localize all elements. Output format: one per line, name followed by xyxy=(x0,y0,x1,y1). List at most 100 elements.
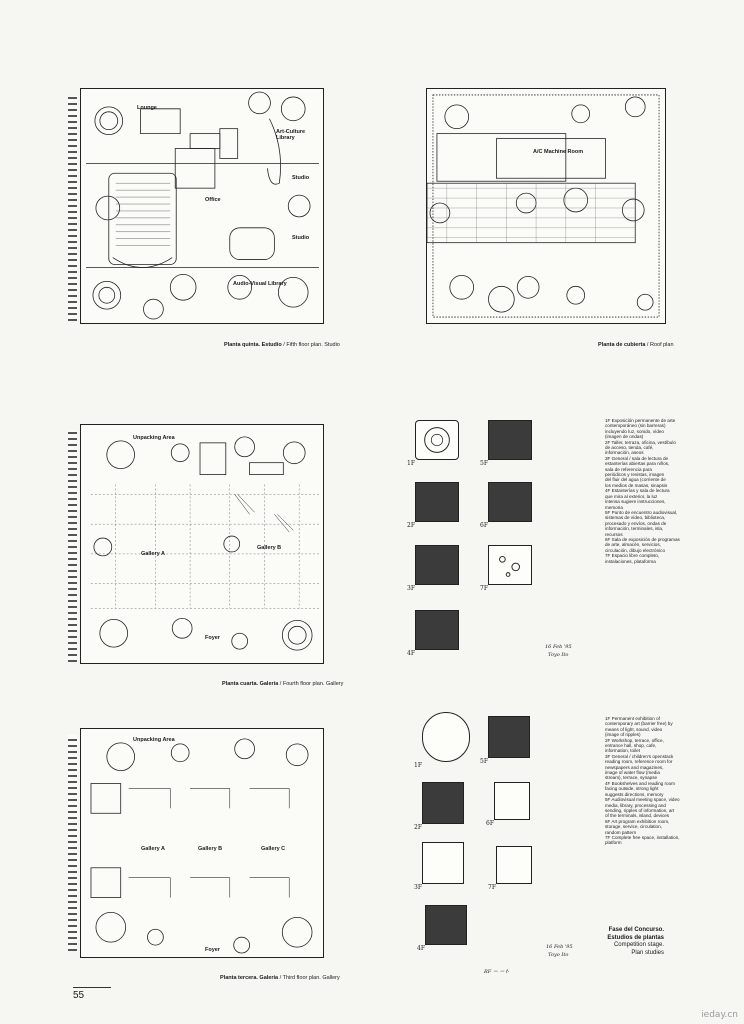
stage-caption-es-2: Estudios de plantas xyxy=(607,934,664,941)
sketch-2-code-7f: 7F xyxy=(488,884,496,891)
legend-line: 1F Exposición permanente de arte xyxy=(605,418,676,423)
sketch-2-3f: 3F xyxy=(414,842,464,891)
third-floor-plan: Unpacking Area Gallery A Gallery B Galle… xyxy=(80,728,324,958)
legend-spanish: 1F Exposición permanente de arte contemp… xyxy=(605,418,683,564)
fifth-floor-plan: Lounge Art-Culture Library Office Studio… xyxy=(80,88,324,324)
sketch-7f-drawing xyxy=(499,555,520,577)
plan-label-art-culture-library: Art-Culture Library xyxy=(276,129,306,141)
sketch-2-1f: 1F xyxy=(414,712,470,769)
caption-fifth-rest: / Fifth floor plan. Studio xyxy=(281,342,340,348)
legend-line: 3F General / sala de lectura de xyxy=(605,455,669,461)
legend-line: 5F Audiovisual meeting space, video xyxy=(605,797,680,803)
elevation-strip xyxy=(68,96,77,321)
sketch-note-author: Toyo Ito xyxy=(548,652,569,658)
sketch-code-1f: 1F xyxy=(407,460,415,467)
plan-label-foyer: Foyer xyxy=(205,947,220,953)
legend-line: 4F Estanterías y sala de lectura xyxy=(605,488,670,494)
legend-line: procesado y envíos, ondas de xyxy=(605,520,667,526)
legend-line: de acceso, tienda, café, xyxy=(605,445,654,451)
sketch-code-4f: 4F xyxy=(407,650,415,657)
page-number-rule xyxy=(73,987,111,988)
legend-line: newspapers and magazines, xyxy=(605,764,664,770)
caption-third-rest: / Third floor plan. Gallery xyxy=(278,975,340,981)
sketch-2f: 2F xyxy=(407,482,459,529)
plan-label-studio-1: Studio xyxy=(292,175,310,181)
sketch-2-footer: RF ー ート xyxy=(484,969,510,975)
legend-line: de arte, almacén, servicios, xyxy=(605,542,661,548)
legend-line: entrance hall, shop, cafe, xyxy=(605,743,657,749)
sketch-1f-drawing xyxy=(424,427,450,453)
legend-line: 6F Art program exhibition room, xyxy=(605,818,670,824)
legend-line: estanterías abiertas para niños, xyxy=(605,461,670,467)
stage-caption-en-2: Plan studies xyxy=(631,949,664,956)
legend-line: contemporary art (barrier free) by xyxy=(605,721,673,727)
sketch-2-code-6f: 6F xyxy=(486,820,494,827)
legend-english: 1F Permanent exhibition of contemporary … xyxy=(605,716,683,846)
sketch-2-code-4f: 4F xyxy=(417,945,425,952)
legend-line: información, terminales, isla, xyxy=(605,526,664,532)
sketch-7f: 7F xyxy=(480,545,532,592)
sketch-2-code-5f: 5F xyxy=(480,758,488,765)
legend-line: information, toilet xyxy=(605,748,640,754)
plan-label-gallery-c: Gallery C xyxy=(261,846,286,852)
elevation-strip xyxy=(68,430,77,662)
legend-line: que mira al exterior, la luz xyxy=(605,493,658,499)
legend-line: 7F Espacio libre completo, xyxy=(605,553,660,559)
legend-line: random pattern xyxy=(605,829,637,835)
caption-roof-rest: / Roof plan xyxy=(645,342,674,348)
plan-label-gallery-b: Gallery B xyxy=(198,846,223,852)
legend-line: memoria xyxy=(605,504,623,510)
legend-line: sala de referencia para xyxy=(605,466,652,472)
roof-drawing xyxy=(427,94,660,318)
caption-fifth-floor: Planta quinta. Estudio / Fifth floor pla… xyxy=(224,342,340,348)
legend-line: 2F Taller, terraza, oficina, vestíbulo xyxy=(605,439,676,445)
plan-label-studio-2: Studio xyxy=(292,235,310,241)
caption-fourth-rest: / Fourth floor plan. Gallery xyxy=(278,681,344,687)
legend-line: circulación, dibujo electrónico xyxy=(605,547,666,553)
caption-fourth-floor: Planta cuarta. Galería / Fourth floor pl… xyxy=(222,681,343,687)
plan-label-office: Office xyxy=(205,197,221,203)
legend-line: (image of ripples) xyxy=(605,732,641,738)
legend-line: recursos xyxy=(605,531,623,537)
stage-caption-en-1: Competition stage. xyxy=(613,942,664,948)
caption-roof-bold: Planta de cubierta xyxy=(598,342,646,348)
legend-line: los medios de masas, sinapsis xyxy=(605,482,668,488)
legend-line: 4F Bookshelves and reading room xyxy=(605,780,675,786)
legend-line: contemporáneo (sin barreras) xyxy=(605,423,666,429)
legend-line: sistemas de vídeo, biblioteca, xyxy=(605,515,666,521)
legend-line: 2F Workshop, terrace, office, xyxy=(605,737,664,743)
caption-fifth-bold: Planta quinta. Estudio xyxy=(224,342,282,348)
legend-line: incluyendo luz, sonido, vídeo xyxy=(605,428,664,434)
sketch-2-7f: 7F xyxy=(488,846,532,891)
sketch-6f: 6F xyxy=(480,482,532,529)
sketch-2-note-date: 16 Feb '95 xyxy=(546,944,573,950)
legend-line: (imagen de ondas) xyxy=(605,434,644,440)
fifth-floor-drawing xyxy=(85,91,319,320)
sketch-2-2f: 2F xyxy=(414,782,464,831)
caption-fourth-bold: Planta cuarta. Galería xyxy=(222,681,279,687)
legend-line: periódicos y revistas, imagen xyxy=(605,472,665,478)
sketch-2-note-author: Toyo Ito xyxy=(548,952,569,958)
plan-label-ac-machine-room: A/C Machine Room xyxy=(533,149,584,155)
caption-third-bold: Planta tercera. Galería xyxy=(220,975,279,981)
legend-line: media, library, processing and xyxy=(605,802,666,808)
stage-caption: Fase del Concurso. Estudios de plantas C… xyxy=(607,927,664,957)
sketch-1f: 1F xyxy=(407,420,459,467)
legend-line: platform xyxy=(605,840,622,846)
sketch-code-2f: 2F xyxy=(407,522,415,529)
fourth-floor-plan: Unpacking Area Gallery A Gallery B Foyer xyxy=(80,424,324,664)
plan-label-gallery-a: Gallery A xyxy=(141,551,165,557)
caption-third-floor: Planta tercera. Galería / Third floor pl… xyxy=(220,975,340,981)
legend-line: información, aseos xyxy=(605,450,644,456)
roof-plan: A/C Machine Room xyxy=(426,88,666,324)
legend-line: stream), terrace, synapse xyxy=(605,775,658,781)
sketch-2-code-3f: 3F xyxy=(414,884,422,891)
plan-label-unpacking-area: Unpacking Area xyxy=(133,737,175,743)
sketch-code-7f: 7F xyxy=(480,585,488,592)
legend-line: means of light, sound, video xyxy=(605,726,663,732)
plan-label-gallery-b: Gallery B xyxy=(257,545,282,551)
sketch-3f: 3F xyxy=(407,545,459,592)
stage-caption-es-1: Fase del Concurso. xyxy=(608,927,664,933)
legend-line: sending, ripples of information, art xyxy=(605,807,675,813)
legend-line: image of water flow (media xyxy=(605,770,660,776)
